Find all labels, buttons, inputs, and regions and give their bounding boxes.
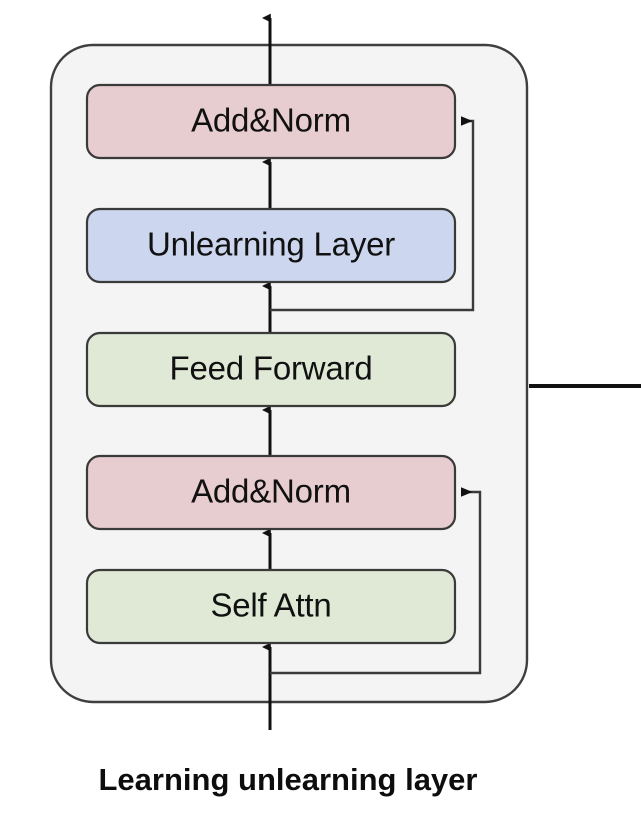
- self-attn-label: Self Attn: [210, 587, 331, 624]
- block-self-attn[interactable]: Self Attn: [85, 568, 457, 645]
- add-norm-bottom-label: Add&Norm: [191, 473, 351, 510]
- add-norm-top-rect: [85, 83, 457, 160]
- block-add-norm-bottom[interactable]: Add&Norm: [85, 454, 457, 531]
- unlearning-layer-rect: [85, 207, 457, 284]
- residual-upper: [270, 116, 475, 312]
- block-unlearning-layer[interactable]: Unlearning Layer: [85, 207, 457, 284]
- feed-forward-rect: [85, 331, 457, 408]
- residual-lower: [270, 487, 482, 675]
- self-attn-rect: [85, 568, 457, 645]
- block-add-norm-top[interactable]: Add&Norm: [85, 83, 457, 160]
- unlearning-layer-label: Unlearning Layer: [147, 226, 395, 263]
- feed-forward-label: Feed Forward: [169, 350, 372, 387]
- add-norm-bottom-rect: [85, 454, 457, 531]
- figure-caption: Learning unlearning layer: [99, 762, 478, 797]
- block-feed-forward[interactable]: Feed Forward: [85, 331, 457, 408]
- add-norm-top-label: Add&Norm: [191, 102, 351, 139]
